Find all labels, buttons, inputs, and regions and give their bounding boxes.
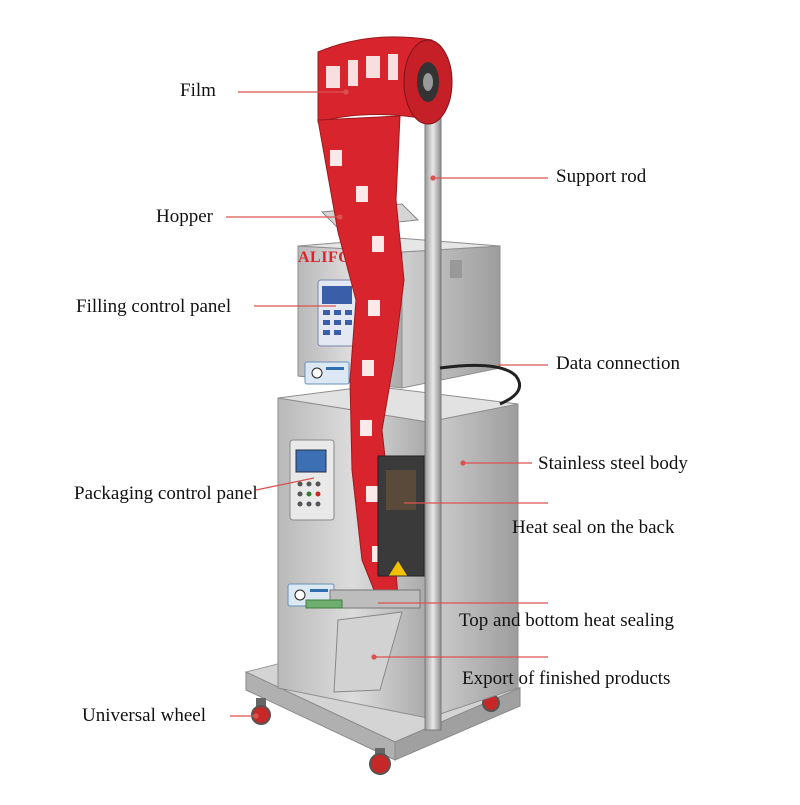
label-heat-seal-back: Heat seal on the back [512,517,675,538]
label-export-finished-products: Export of finished products [462,668,671,689]
film-roll [317,36,453,125]
label-data-connection: Data connection [556,353,680,374]
heat-seal-unit [377,455,425,577]
label-top-bottom-heat-sealing: Top and bottom heat sealing [459,610,675,631]
export-chute [333,611,403,693]
filling-control-panel [317,279,357,347]
label-filling-control-panel: Filling control panel [76,296,232,317]
brand-watermark: ALIFOOD [298,249,377,266]
panda-sticker [304,361,350,385]
universal-wheel-front [369,748,391,775]
label-film: Film [180,80,216,101]
label-stainless-steel-body: Stainless steel body [538,453,688,474]
label-universal-wheel: Universal wheel [82,705,206,726]
leader-lines [226,89,548,719]
label-hopper: Hopper [156,206,213,227]
label-packaging-control-panel: Packaging control panel [74,483,258,504]
universal-wheel-front-left [251,698,271,725]
label-support-rod: Support rod [556,166,647,187]
support-rod [424,69,442,731]
packaging-control-panel [289,439,335,521]
data-cable [439,363,521,406]
